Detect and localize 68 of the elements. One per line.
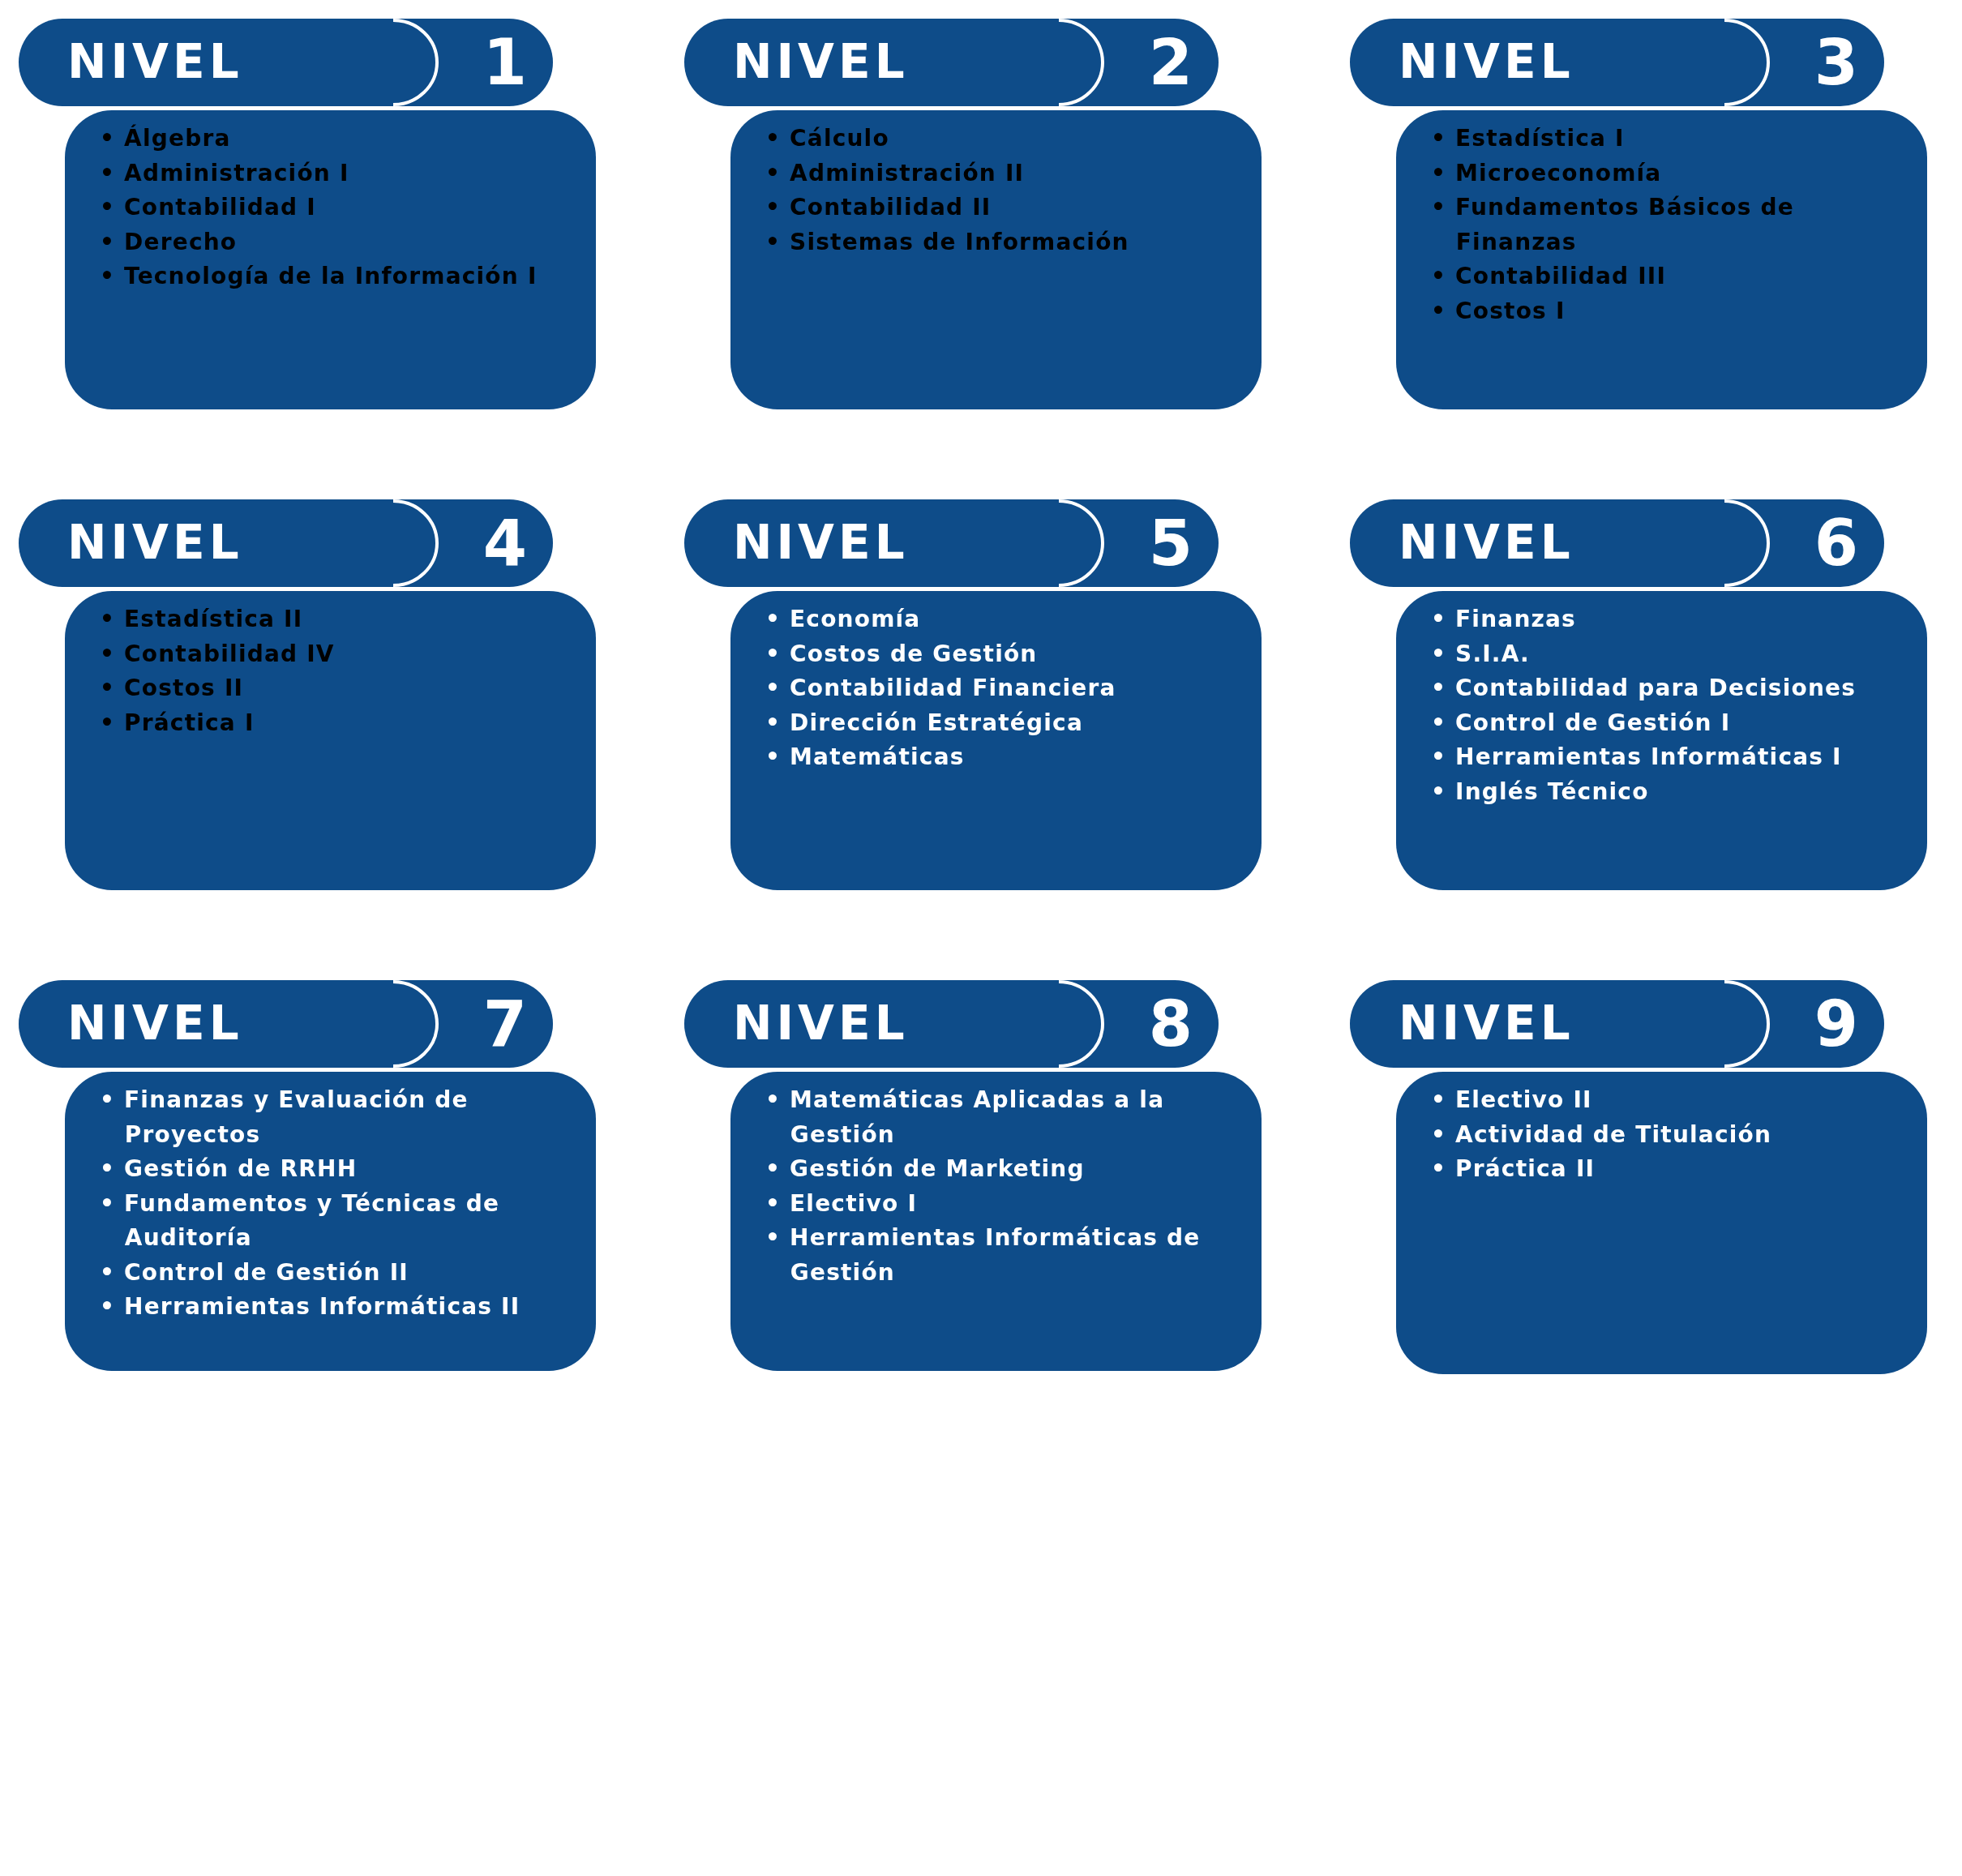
level-label: NIVEL: [67, 998, 243, 1050]
course-item: • Sistemas de Información: [765, 228, 1129, 255]
level-number: 2: [1148, 31, 1193, 94]
course-item: • Electivo I: [765, 1189, 917, 1217]
course-card: [65, 110, 596, 409]
level-label: NIVEL: [733, 998, 909, 1050]
course-item: • S.I.A.: [1431, 640, 1530, 667]
course-item: • Electivo II: [1431, 1086, 1592, 1113]
course-item: • Herramientas Informáticas de Gestión: [765, 1224, 1201, 1286]
course-item: • Derecho: [100, 228, 238, 255]
course-item: • Estadística I: [1431, 125, 1625, 152]
level-label: NIVEL: [1399, 998, 1574, 1050]
course-item: • Finanzas y Evaluación de Proyectos: [100, 1086, 469, 1148]
course-item: • Dirección Estratégica: [765, 709, 1083, 736]
course-item: • Práctica II: [1431, 1155, 1596, 1182]
level-number: 6: [1814, 512, 1858, 575]
course-card: [1396, 110, 1927, 409]
course-item: • Herramientas Informáticas I: [1431, 743, 1842, 770]
course-card: [730, 591, 1262, 890]
course-item: • Gestión de Marketing: [765, 1155, 1085, 1182]
course-item: • Administración I: [100, 159, 349, 186]
course-card: [730, 1072, 1262, 1371]
course-card: [1396, 591, 1927, 890]
course-card: [1396, 1072, 1927, 1374]
course-item: • Finanzas: [1431, 606, 1576, 632]
course-item: • Administración II: [765, 159, 1025, 186]
course-item: • Práctica I: [100, 709, 255, 736]
course-item: • Estadística II: [100, 606, 303, 632]
level-label: NIVEL: [733, 517, 909, 569]
level-label: NIVEL: [1399, 36, 1574, 88]
level-label: NIVEL: [1399, 517, 1574, 569]
level-number: 7: [482, 992, 527, 1056]
level-label: NIVEL: [67, 36, 243, 88]
course-item: • Cálculo: [765, 125, 889, 152]
level-number: 8: [1148, 992, 1193, 1056]
course-item: • Tecnología de la Información I: [100, 263, 538, 289]
level-number: 4: [482, 512, 527, 575]
course-item: • Matemáticas: [765, 743, 965, 770]
level-label: NIVEL: [67, 517, 243, 569]
level-number: 3: [1814, 31, 1858, 94]
course-item: • Contabilidad I: [100, 194, 316, 221]
course-item: • Contabilidad Financiera: [765, 675, 1116, 701]
course-item: • Economía: [765, 606, 921, 632]
course-item: • Control de Gestión II: [100, 1258, 409, 1286]
course-item: • Fundamentos Básicos de Finanzas: [1431, 194, 1794, 255]
course-item: • Actividad de Titulación: [1431, 1120, 1772, 1148]
course-item: • Costos II: [100, 675, 244, 701]
level-label: NIVEL: [733, 36, 909, 88]
course-item: • Contabilidad II: [765, 194, 992, 221]
course-item: • Costos I: [1431, 297, 1566, 324]
course-item: • Matemáticas Aplicadas a la Gestión: [765, 1086, 1165, 1148]
course-card: [65, 1072, 596, 1371]
level-number: 9: [1814, 992, 1858, 1056]
course-item: • Contabilidad IV: [100, 640, 335, 667]
course-item: • Microeconomía: [1431, 159, 1662, 186]
course-item: • Inglés Técnico: [1431, 777, 1649, 805]
level-number: 5: [1148, 512, 1193, 575]
course-item: • Contabilidad III: [1431, 263, 1667, 289]
course-item: • Contabilidad para Decisiones: [1431, 675, 1857, 701]
course-item: • Gestión de RRHH: [100, 1155, 358, 1182]
level-number: 1: [482, 31, 527, 94]
course-card: [730, 110, 1262, 409]
course-item: • Costos de Gestión: [765, 640, 1038, 667]
course-item: • Herramientas Informáticas II: [100, 1293, 520, 1320]
course-item: • Control de Gestión I: [1431, 709, 1731, 736]
course-item: • Fundamentos y Técnicas de Auditoría: [100, 1189, 500, 1251]
course-card: [65, 591, 596, 890]
course-item: • Álgebra: [100, 125, 231, 152]
